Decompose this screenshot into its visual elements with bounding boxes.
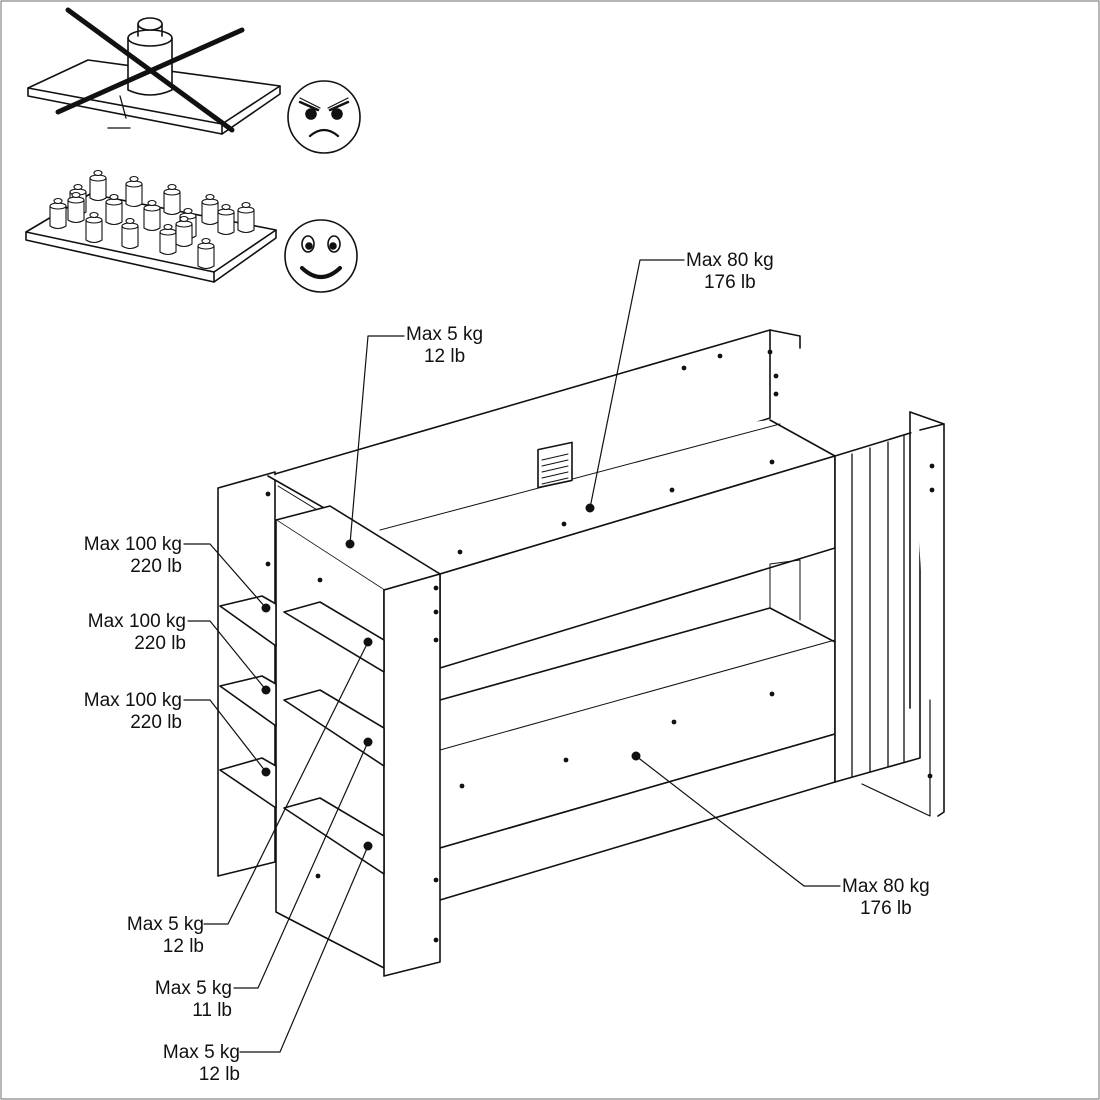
weight-icon <box>121 217 139 250</box>
weight-icon <box>159 223 177 256</box>
weight-icon <box>201 193 219 226</box>
weight-icon <box>197 237 215 270</box>
happy-face-icon <box>284 219 358 293</box>
weight-icon <box>85 211 103 244</box>
screw-hole <box>433 937 439 943</box>
screw-hole <box>315 873 321 879</box>
screw-hole <box>563 757 569 763</box>
screw-hole <box>265 491 271 497</box>
screw-hole <box>681 365 687 371</box>
weight-icon <box>217 203 235 236</box>
distributed-load-illustration <box>25 169 277 283</box>
screw-hole <box>433 637 439 643</box>
screw-hole <box>265 561 271 567</box>
weight-icon <box>125 175 143 208</box>
screw-hole <box>769 459 775 465</box>
screw-hole <box>433 585 439 591</box>
weight-icon <box>237 201 255 234</box>
screw-hole <box>317 577 323 583</box>
vent-grille-icon <box>537 441 573 489</box>
screw-hole <box>717 353 723 359</box>
screw-hole <box>433 609 439 615</box>
leader-line <box>239 845 369 1053</box>
left-end-panel <box>217 471 276 877</box>
screw-hole <box>459 783 465 789</box>
screw-hole <box>433 877 439 883</box>
weight-icon <box>49 197 67 230</box>
screw-hole <box>561 521 567 527</box>
screw-hole <box>773 391 779 397</box>
leader-line <box>203 641 369 925</box>
shelf-unit-front-panel <box>383 573 441 977</box>
leader-line <box>349 335 405 545</box>
screw-hole <box>669 487 675 493</box>
weight-icon <box>105 193 123 226</box>
screw-hole <box>671 719 677 725</box>
angry-face-icon <box>287 80 361 154</box>
weight-icon <box>163 183 181 216</box>
ladder-panel <box>834 429 921 783</box>
leader-line <box>635 755 841 887</box>
weight-icon <box>67 191 85 224</box>
bunk-bed-drawing <box>217 329 945 977</box>
leader-line <box>233 741 369 989</box>
weight-icon <box>89 169 107 202</box>
screw-hole <box>767 349 773 355</box>
leader-line <box>183 699 267 773</box>
screw-hole <box>929 463 935 469</box>
leader-line <box>183 543 267 609</box>
weight-icon <box>143 199 161 232</box>
screw-hole <box>773 373 779 379</box>
screw-hole <box>927 773 933 779</box>
screw-hole <box>769 691 775 697</box>
leader-line <box>187 620 267 691</box>
cross-out-line <box>55 27 245 115</box>
concentrated-load-illustration <box>27 7 281 135</box>
weight-icon <box>175 215 193 248</box>
screw-hole <box>929 487 935 493</box>
screw-hole <box>457 549 463 555</box>
leader-line <box>589 259 685 509</box>
